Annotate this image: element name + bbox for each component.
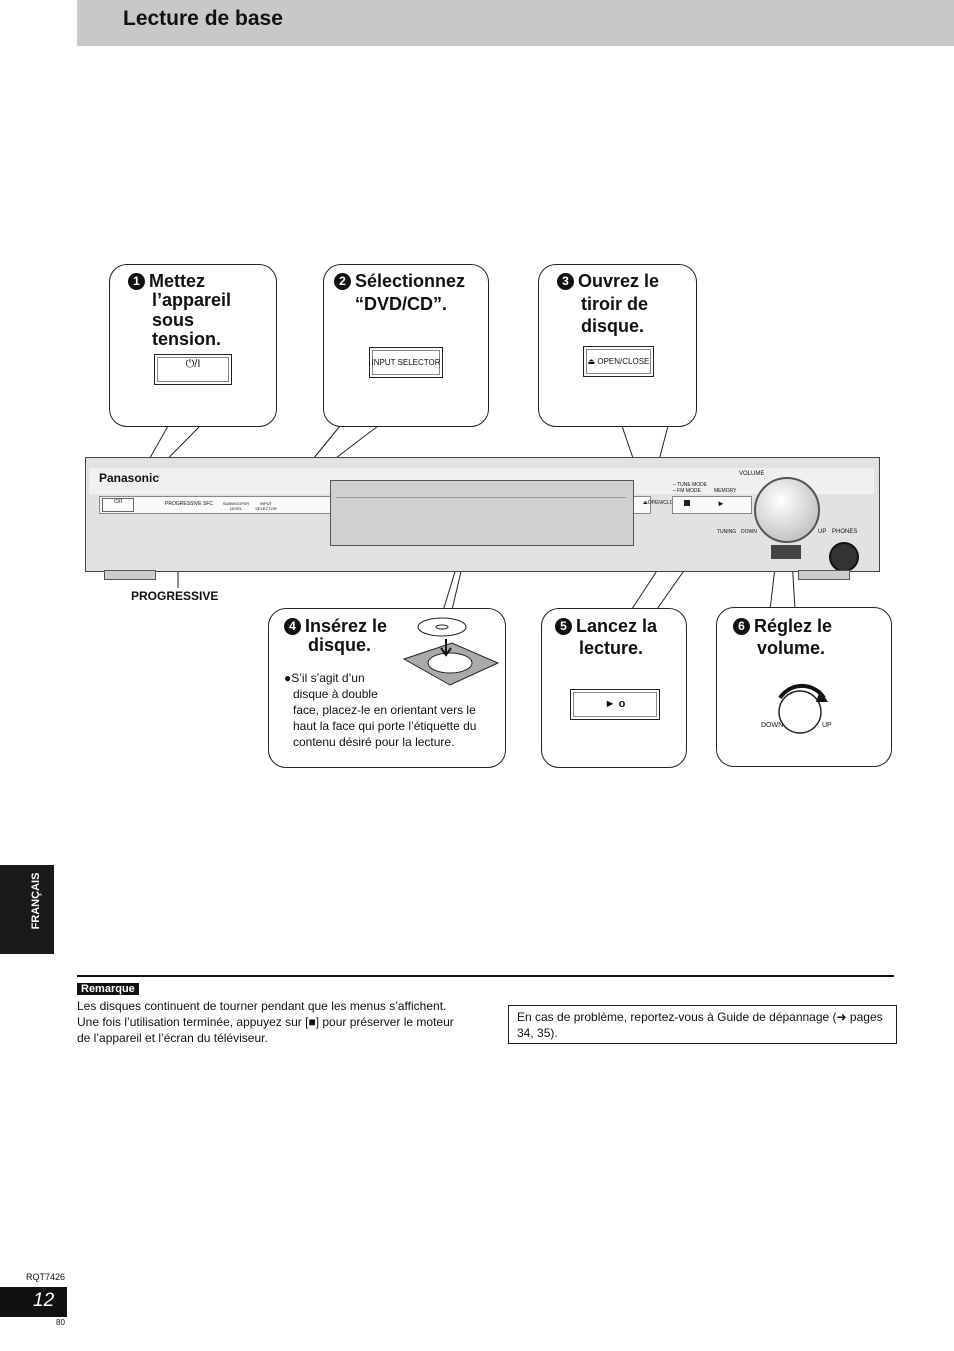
step-5-line-2: lecture. [579, 638, 644, 658]
header-bar [77, 0, 954, 46]
note-label: Remarque [77, 983, 139, 995]
step-2-bubble [323, 264, 489, 427]
sub-page-number: 80 [56, 1318, 65, 1327]
knob-down-label: DOWN [761, 722, 784, 729]
right-foot [798, 570, 850, 580]
troubleshooting-text: En cas de problème, reportez-vous à Guid… [517, 1010, 883, 1040]
step-4-bullet-line-1: ●S’il s’agit d’un [284, 671, 365, 685]
device-transport-row [672, 496, 752, 514]
step-4-line-2: disque. [308, 635, 372, 655]
step-4-bullet-line-4: haut la face qui porte l’étiquette du [293, 719, 477, 733]
open-close-button[interactable]: ⏏ OPEN/CLOSE [583, 346, 654, 377]
step-4-bullet-line-5: contenu désiré pour la lecture. [293, 735, 455, 749]
step-3-line-1: Ouvrez le [578, 271, 660, 291]
page-number-box [0, 1287, 67, 1317]
device-down-label: DOWN [741, 529, 757, 535]
fm-mode-label: – FM MODE [673, 488, 701, 494]
knob-up-label: UP [822, 722, 832, 729]
stop-icon[interactable] [684, 500, 690, 506]
power-button[interactable]: ⏻/I [154, 354, 232, 385]
play-button[interactable]: ► o [570, 689, 660, 720]
step-5-number: 5 [555, 618, 572, 635]
step-3-number: 3 [557, 273, 574, 290]
page-number: 12 [33, 1290, 55, 1311]
language-tab-label: FRANÇAIS [30, 872, 42, 930]
tuning-label: TUNING [717, 529, 737, 535]
sensor-window [771, 545, 801, 559]
input-selector-button[interactable]: INPUT SELECTOR [369, 347, 443, 378]
page-title: Lecture de base [123, 7, 283, 30]
step-6-number: 6 [733, 618, 750, 635]
tray-line [336, 497, 626, 498]
step-3-bubble [538, 264, 697, 427]
step-1-line-2: l’appareil [152, 290, 232, 310]
volume-knob-icon[interactable] [770, 676, 834, 740]
phones-label: PHONES [832, 529, 858, 535]
device-sfc-button[interactable]: SFC [203, 501, 213, 507]
power-button-label: ⏻/I [185, 358, 201, 370]
left-foot [104, 570, 156, 580]
step-1-bubble [109, 264, 277, 427]
step-6-line-1: Réglez le [754, 616, 833, 636]
brand-logo: Panasonic [99, 471, 160, 485]
step-2-number: 2 [334, 273, 351, 290]
device-power-button[interactable]: ⏻/I [102, 498, 134, 512]
phones-jack[interactable] [829, 542, 859, 572]
step-6-line-2: volume. [757, 638, 826, 658]
step-4-bullet-line-2: disque à double [293, 687, 378, 701]
step-2-line-2: “DVD/CD”. [355, 294, 448, 314]
note-text: Les disques continuent de tourner pendan… [77, 999, 454, 1045]
play-icon[interactable]: ► [717, 499, 725, 508]
tune-mode-label: – TUNE MODE [673, 482, 708, 488]
device-up-label: UP [818, 529, 827, 535]
step-4-bubble [268, 608, 506, 768]
model-code: RQT7426 [26, 1272, 66, 1282]
note-rule [77, 975, 894, 977]
device-openclose-button[interactable]: ⏏OPEN/CLOSE [643, 500, 681, 506]
disc-tray-display [330, 480, 634, 546]
input-selector-label: INPUT SELECTOR [371, 358, 441, 367]
device-subwoofer-button[interactable]: SUBWOOFER LEVEL [222, 501, 250, 511]
step-5-line-1: Lancez la [576, 616, 658, 636]
device-progressive-button[interactable]: PROGRESSIVE [165, 501, 202, 507]
step-1-line-1: Mettez [149, 271, 206, 291]
step-4-number: 4 [284, 618, 301, 635]
memory-label: MEMORY [714, 488, 737, 494]
volume-label: VOLUME [739, 471, 765, 477]
device-input-button[interactable]: INPUT SELECTOR [255, 501, 277, 511]
disc-insert-icon [402, 617, 500, 686]
step-1-line-3: sous [152, 310, 195, 330]
step-2-line-1: Sélectionnez [355, 271, 466, 291]
progressive-callout: PROGRESSIVE [131, 589, 219, 603]
volume-knob[interactable] [754, 477, 820, 543]
step-4-bullet-line-3: face, placez-le en orientant vers le [293, 703, 476, 717]
play-button-label: ► o [604, 698, 626, 710]
step-1-number: 1 [128, 273, 145, 290]
open-close-label: ⏏ OPEN/CLOSE [587, 357, 650, 366]
device-power-label: ⏻/I [113, 499, 123, 505]
step-1-line-4: tension. [152, 329, 222, 349]
step-3-line-3: disque. [581, 316, 645, 336]
step-4-line-1: Insérez le [305, 616, 388, 636]
language-tab [0, 865, 54, 954]
step-3-line-2: tiroir de [581, 294, 649, 314]
troubleshooting-box: En cas de problème, reportez-vous à Guid… [508, 1005, 897, 1044]
